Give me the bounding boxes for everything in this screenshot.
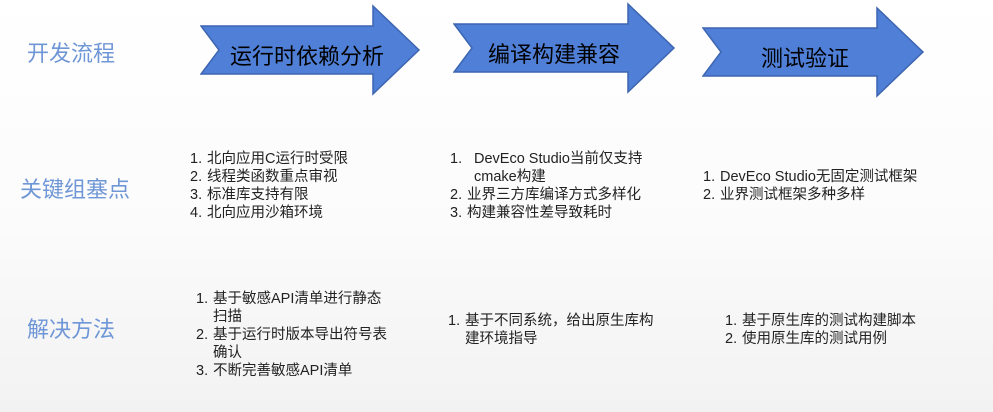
list-item: 2.业界三方库编译方式多样化 xyxy=(450,187,641,203)
list-item: 3.不断完善敏感API清单 xyxy=(196,363,353,379)
stage-title-runtime-dependency: 运行时依赖分析 xyxy=(230,44,385,69)
list-item: 4.北向应用沙箱环境 xyxy=(190,205,323,221)
solutions-list-test: 1.基于原生库的测试构建脚本 2.使用原生库的测试用例 xyxy=(725,312,975,348)
solutions-list-runtime: 1.基于敏感API清单进行静态扫描 2.基于运行时版本导出符号表确认 3.不断完… xyxy=(196,290,392,380)
row-label-solutions: 解决方法 xyxy=(27,317,116,342)
list-item: 1.DevEco Studio无固定测试框架 xyxy=(703,169,918,185)
row-label-dev-process: 开发流程 xyxy=(27,41,116,66)
stage-arrow-runtime-dependency xyxy=(200,4,422,96)
list-item: 1.基于不同系统，给出原生库构建环境指导 xyxy=(448,313,654,347)
list-item: 1.北向应用C运行时受限 xyxy=(190,151,348,167)
stage-title-build-compat: 编译构建兼容 xyxy=(488,42,621,67)
blockers-list-runtime: 1.北向应用C运行时受限 2.线程类函数重点审视 3.标准库支持有限 4.北向应… xyxy=(190,150,410,222)
list-item: 2.线程类函数重点审视 xyxy=(190,169,338,185)
list-item: 3.构建兼容性差导致耗时 xyxy=(450,205,612,221)
solutions-list-build: 1.基于不同系统，给出原生库构建环境指导 xyxy=(448,312,656,348)
row-label-key-blockers: 关键组塞点 xyxy=(20,177,131,202)
stage-title-test-verify: 测试验证 xyxy=(761,46,850,71)
blockers-list-build: 1.DevEco Studio当前仅支持cmake构建 2.业界三方库编译方式多… xyxy=(450,150,666,222)
blockers-list-test: 1.DevEco Studio无固定测试框架 2.业界测试框架多种多样 xyxy=(703,168,973,204)
list-item: 2.业界测试框架多种多样 xyxy=(703,187,865,203)
list-item: 3.标准库支持有限 xyxy=(190,187,309,203)
list-item: 2.使用原生库的测试用例 xyxy=(725,331,887,347)
list-item: 1.基于原生库的测试构建脚本 xyxy=(725,313,916,329)
stage-arrow-test-verify xyxy=(702,6,926,98)
list-item: 1.基于敏感API清单进行静态扫描 xyxy=(196,291,382,325)
stage-arrow-build-compat xyxy=(453,2,677,94)
list-item: 1.DevEco Studio当前仅支持cmake构建 xyxy=(450,151,643,185)
list-item: 2.基于运行时版本导出符号表确认 xyxy=(196,327,387,361)
